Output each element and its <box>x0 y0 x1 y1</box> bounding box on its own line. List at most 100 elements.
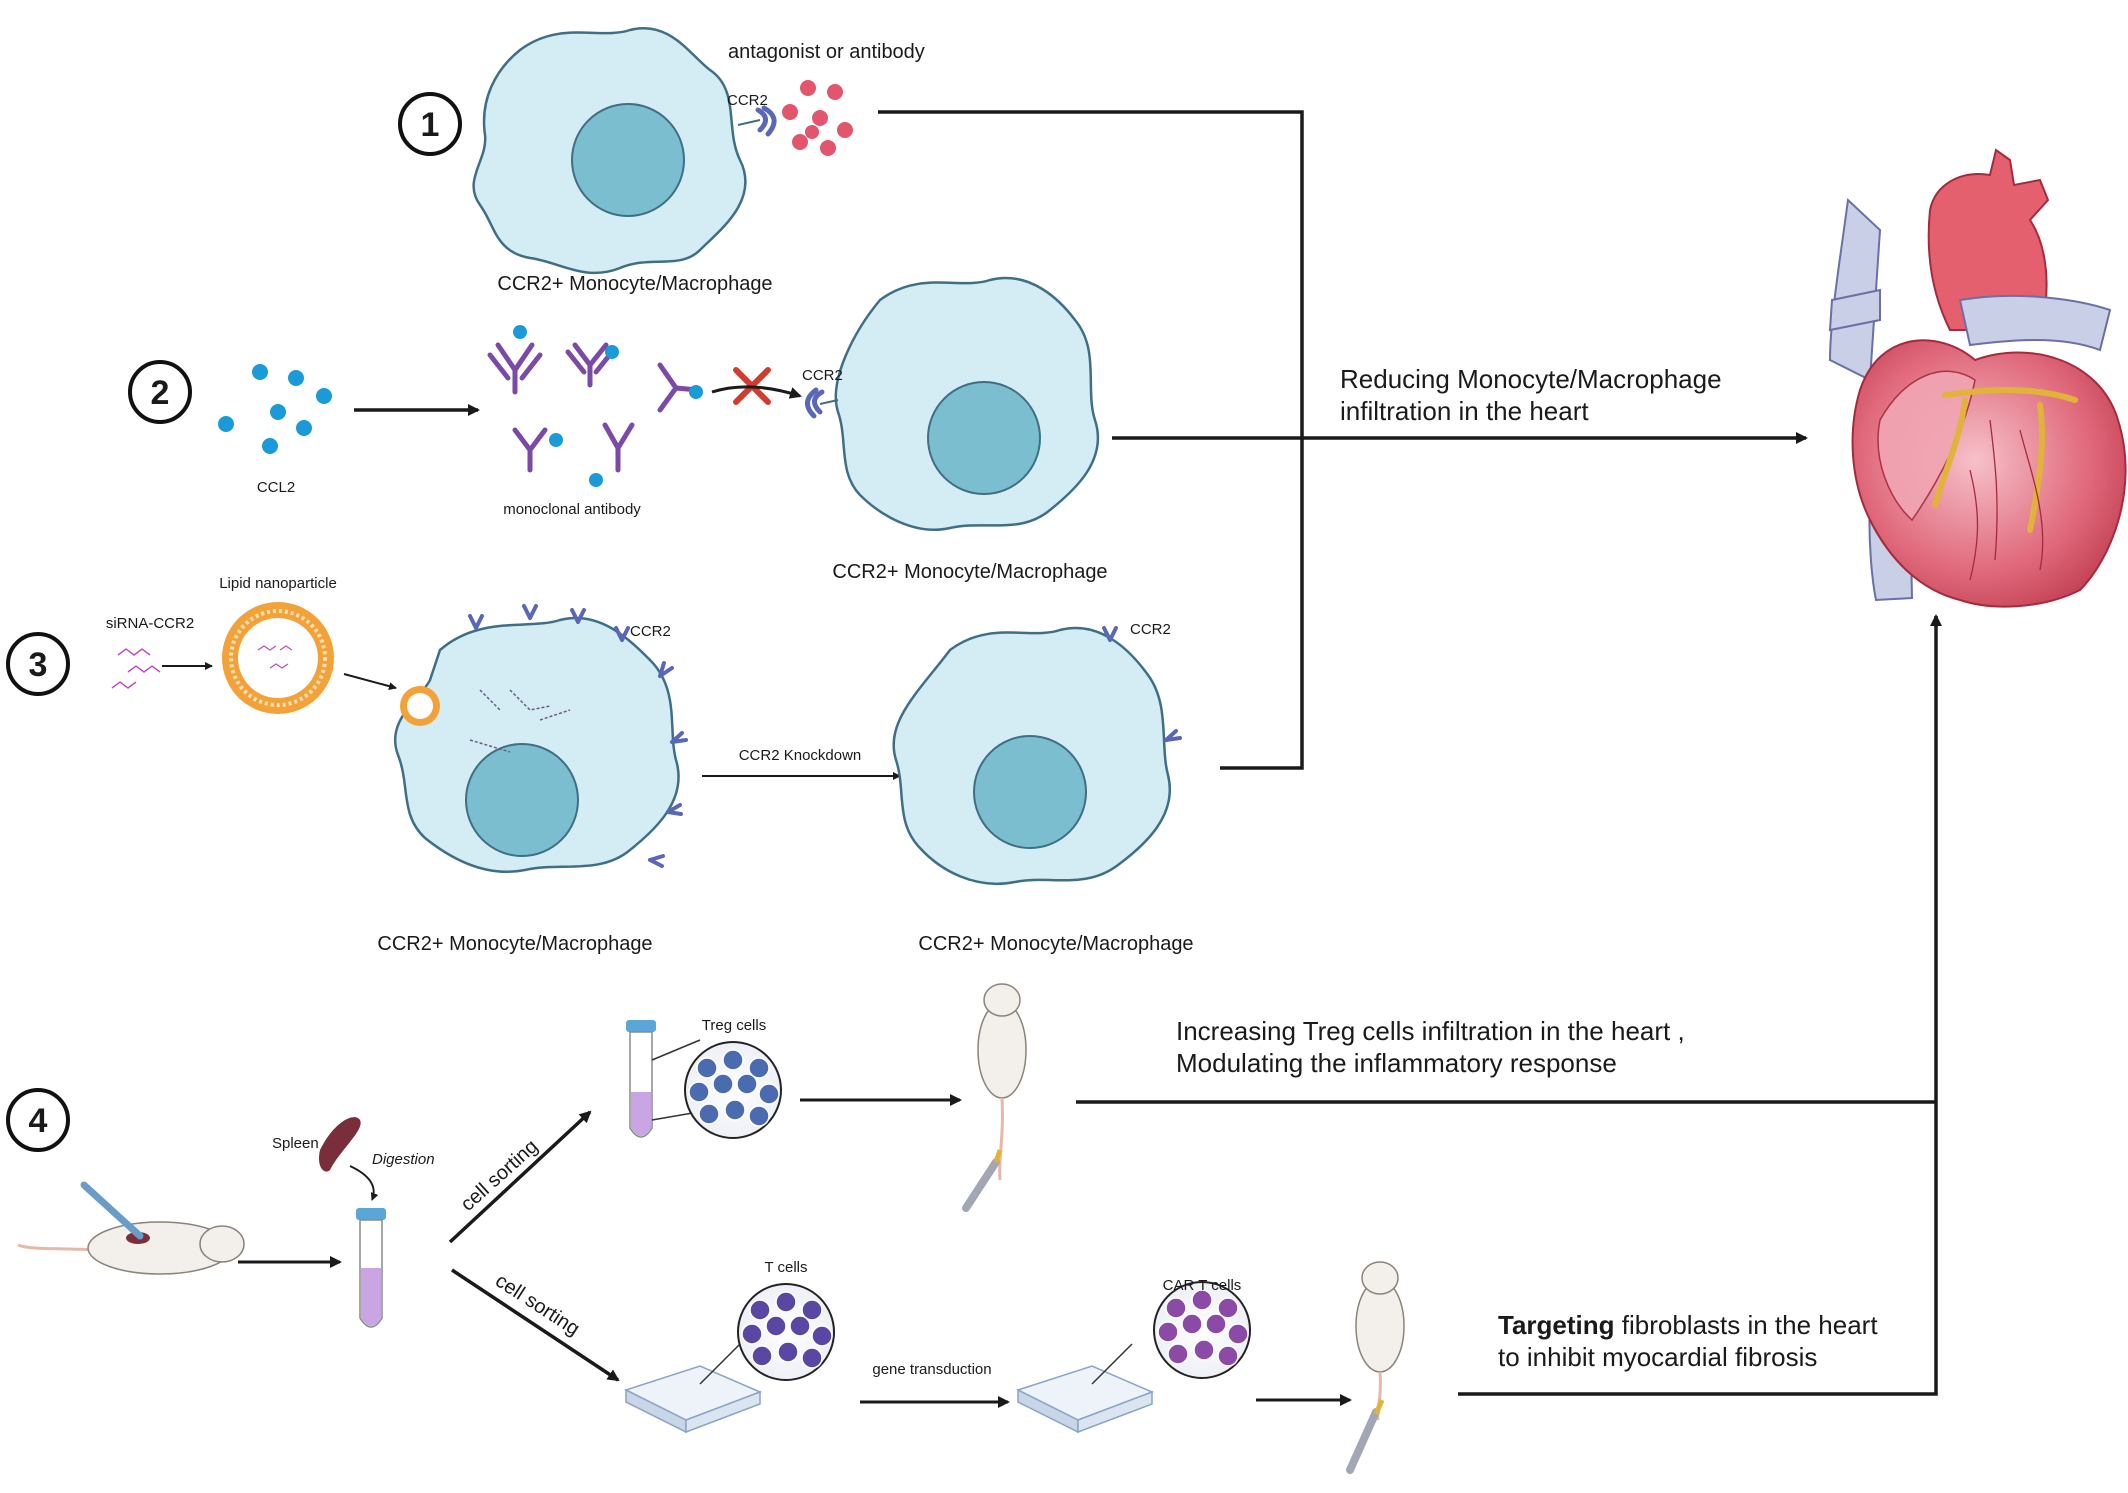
cart-outcome-line1: Targeting fibroblasts in the heart <box>1498 1310 1878 1340</box>
car-t-cell <box>1193 1339 1215 1361</box>
t-cell <box>801 1347 823 1369</box>
t-cell <box>765 1315 787 1337</box>
cart-label: CAR T cells <box>1163 1277 1242 1294</box>
antagonist-molecules <box>782 80 853 156</box>
car-t-cell <box>1157 1321 1179 1343</box>
step-3-number: 3 <box>29 646 48 684</box>
outcome-top-line1: Reducing Monocyte/Macrophage <box>1340 364 1722 394</box>
cart-outcome-bold: Targeting <box>1498 1310 1615 1340</box>
outcome-top-line2: infiltration in the heart <box>1340 396 1589 426</box>
cart-outcome-line2: to inhibit myocardial fibrosis <box>1498 1342 1817 1372</box>
t-cell <box>751 1345 773 1367</box>
tube-main <box>356 1208 386 1328</box>
sort-arrow-down <box>451 1268 620 1382</box>
treg-cell <box>688 1081 710 1103</box>
t-cell <box>801 1299 823 1321</box>
path1-agent-label: antagonist or antibody <box>728 41 925 63</box>
step-1-badge: 1 <box>398 92 462 156</box>
path2-cell-label: CCR2+ Monocyte/Macrophage <box>832 561 1107 583</box>
car-t-cell <box>1217 1297 1239 1319</box>
path3-arrow-lnp <box>343 673 397 691</box>
treg-outcome-line1: Increasing Treg cells infiltration in th… <box>1176 1016 1685 1046</box>
t-cell <box>777 1341 799 1363</box>
cart-outcome-rest: fibroblasts in the heart <box>1615 1310 1879 1340</box>
spleen-label: Spleen <box>272 1135 319 1152</box>
mouse-donor <box>17 1181 245 1275</box>
step-3-badge: 3 <box>6 632 70 696</box>
lipid-nanoparticle <box>222 602 334 714</box>
path3-cell-label-b: CCR2+ Monocyte/Macrophage <box>918 933 1193 955</box>
treg-cell <box>698 1103 720 1125</box>
treg-cell-dots <box>688 1049 780 1127</box>
plate-cart <box>1016 1343 1154 1434</box>
mouse-cart-recipient <box>1346 1261 1405 1474</box>
treg-label: Treg cells <box>702 1017 766 1034</box>
digestion-label: Digestion <box>372 1151 435 1168</box>
sirna-strands <box>111 648 161 689</box>
sirna-label: siRNA-CCR2 <box>106 615 194 632</box>
treg-cell <box>696 1057 718 1079</box>
path2-cell <box>834 276 1100 531</box>
t-cell <box>811 1325 833 1347</box>
treg-cell <box>758 1083 780 1105</box>
sort-label-up: cell sorting <box>457 1135 543 1215</box>
path3-cell-a <box>393 616 680 874</box>
tcell-label: T cells <box>764 1259 807 1276</box>
path3-cell-b <box>892 626 1171 885</box>
lnp-label: Lipid nanoparticle <box>219 575 337 592</box>
mouse-treg-recipient <box>962 983 1027 1212</box>
path3-cell-b-receptors <box>1102 626 1182 742</box>
heart-illustration <box>1828 148 2127 608</box>
ccl2-label: CCL2 <box>257 479 295 496</box>
car-t-cell <box>1181 1313 1203 1335</box>
car-t-cell <box>1191 1289 1213 1311</box>
sort-arrow-up <box>448 1110 592 1244</box>
digestion-arrow <box>349 1165 379 1201</box>
path2-ccr2-label: CCR2 <box>802 367 843 384</box>
treg-cell <box>724 1099 746 1121</box>
path1-receptor <box>737 105 777 137</box>
step-1-number: 1 <box>421 106 440 144</box>
plate-tcells <box>624 1343 762 1434</box>
cart-cell-dots <box>1157 1289 1249 1367</box>
step-2-badge: 2 <box>128 360 192 424</box>
monoclonal-antibodies <box>487 325 703 487</box>
antibody-label: monoclonal antibody <box>503 501 641 518</box>
spleen-icon <box>319 1117 361 1172</box>
ccl2-molecules <box>218 364 332 454</box>
path3-ccr2-label-b: CCR2 <box>1130 621 1171 638</box>
path1-ccr2-label: CCR2 <box>727 92 768 109</box>
transduction-label: gene transduction <box>872 1361 991 1378</box>
car-t-cell <box>1205 1313 1227 1335</box>
treg-cell <box>722 1049 744 1071</box>
path1-connector <box>878 110 1304 440</box>
treg-cell <box>748 1105 770 1127</box>
t-cell <box>749 1299 771 1321</box>
t-cell <box>789 1315 811 1337</box>
treg-cell <box>712 1073 734 1095</box>
cart-outcome-line <box>1458 614 1942 1396</box>
car-t-cell <box>1217 1345 1239 1367</box>
path3-connector <box>1220 438 1304 770</box>
path2-receptor <box>805 387 839 419</box>
step-4-badge: 4 <box>6 1088 70 1152</box>
path1-cell-label: CCR2+ Monocyte/Macrophage <box>497 273 772 295</box>
car-t-cell <box>1167 1343 1189 1365</box>
step-2-number: 2 <box>151 374 170 412</box>
treg-cell <box>736 1073 758 1095</box>
tcell-dots <box>741 1291 833 1369</box>
treg-outcome-line2: Modulating the inflammatory response <box>1176 1048 1617 1078</box>
path1-cell <box>472 27 747 275</box>
step-4-number: 4 <box>29 1102 48 1140</box>
t-cell <box>741 1323 763 1345</box>
car-t-cell <box>1227 1323 1249 1345</box>
knockdown-label: CCR2 Knockdown <box>739 747 862 764</box>
blocked-arrow <box>711 385 802 399</box>
treg-cell <box>748 1057 770 1079</box>
path3-cell-a-receptors <box>468 604 688 868</box>
t-cell <box>775 1291 797 1313</box>
tube-treg <box>626 1020 711 1138</box>
car-t-cell <box>1165 1297 1187 1319</box>
path3-ccr2-label-a: CCR2 <box>630 623 671 640</box>
